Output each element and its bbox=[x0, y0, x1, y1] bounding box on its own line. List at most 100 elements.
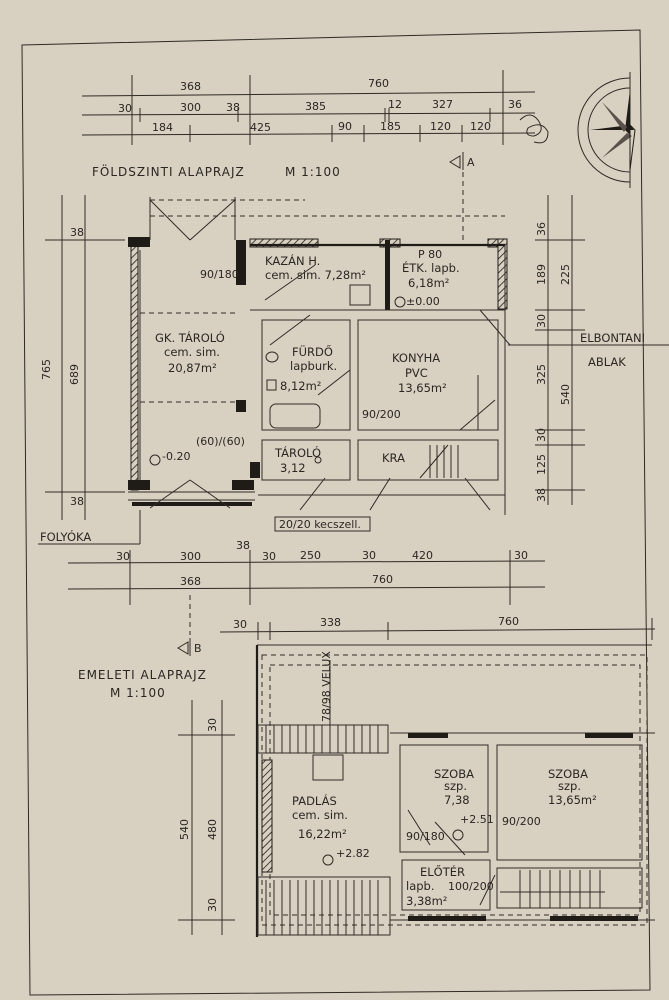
dim-label: 38 bbox=[236, 539, 250, 552]
dim-label: 300 bbox=[180, 101, 201, 114]
dim-label: 327 bbox=[432, 98, 453, 111]
dim-label: 480 bbox=[206, 819, 219, 840]
dim-label: 760 bbox=[498, 615, 519, 628]
dim-label: 30 bbox=[535, 428, 548, 442]
room-name: PADLÁS bbox=[292, 793, 337, 808]
dim-label: 189 bbox=[535, 264, 548, 285]
ground-left-dimensions: 38 765 689 38 bbox=[40, 195, 125, 520]
room-area: 3,38m² bbox=[406, 894, 447, 908]
dim-label: 30 bbox=[206, 718, 219, 732]
dim-label: 90 bbox=[338, 120, 352, 133]
dim-label: 30 bbox=[514, 549, 528, 562]
dim-label: 540 bbox=[559, 384, 572, 405]
room-floor: lapburk. bbox=[290, 359, 337, 373]
ground-floor-plan bbox=[128, 197, 511, 515]
dim-label: 338 bbox=[320, 616, 341, 629]
window-note: P 80 bbox=[418, 248, 442, 261]
dim-label: 689 bbox=[68, 364, 81, 385]
compass-rose-icon bbox=[577, 72, 636, 188]
door-size: 90/200 bbox=[502, 815, 541, 828]
opening-size: (60)/(60) bbox=[196, 435, 245, 448]
dim-label: 36 bbox=[535, 222, 548, 236]
dim-label: 38 bbox=[70, 226, 84, 239]
dim-label: 368 bbox=[180, 575, 201, 588]
upper-left-dimensions: 30 540 480 30 bbox=[178, 700, 235, 935]
room-kra: KRA bbox=[382, 451, 405, 465]
door-size: 90/200 bbox=[362, 408, 401, 421]
room-name: KAZÁN H. bbox=[265, 253, 320, 268]
room-area: 6,18m² bbox=[408, 276, 449, 290]
dim-label: 760 bbox=[368, 77, 389, 90]
ground-top-dimensions: 368 760 30 300 38 385 12 327 36 184 425 … bbox=[81, 70, 536, 145]
dim-label: 38 bbox=[226, 101, 240, 114]
level-mark: -0.20 bbox=[162, 450, 190, 463]
room-area: 16,22m² bbox=[298, 827, 347, 841]
note-chimney: 20/20 kecszell. bbox=[279, 518, 361, 531]
section-marker-b: B bbox=[177, 595, 202, 656]
ground-floor-scale: M 1:100 bbox=[285, 165, 341, 179]
door-size: 100/200 bbox=[448, 880, 494, 893]
room-area: 13,65m² bbox=[398, 381, 447, 395]
ground-right-dimensions: 36 189 225 30 325 540 30 125 38 bbox=[535, 195, 585, 505]
upper-top-dimensions: 30 338 760 bbox=[219, 615, 656, 640]
room-name: FÜRDŐ bbox=[292, 343, 333, 359]
dim-label: 30 bbox=[116, 550, 130, 563]
room-hall: ELŐTÉR lapb. 3,38m² 100/200 bbox=[406, 864, 494, 908]
dim-label: 425 bbox=[250, 121, 271, 134]
room-dining: P 80 ÉTK. lapb. 6,18m² ±0.00 bbox=[402, 248, 460, 308]
dim-label: 30 bbox=[262, 550, 276, 563]
room-floor: lapb. bbox=[406, 879, 435, 893]
room-name: SZOBA bbox=[548, 767, 588, 781]
dim-label: 30 bbox=[233, 618, 247, 631]
opening-size: 90/180 bbox=[200, 268, 239, 281]
room-floor: szp. bbox=[444, 779, 467, 793]
note-demolish: ELBONTANI bbox=[580, 331, 645, 345]
room-boiler: KAZÁN H. cem. sim. 7,28m² bbox=[265, 253, 366, 282]
dim-label: 540 bbox=[178, 819, 191, 840]
room-area: 13,65m² bbox=[548, 793, 597, 807]
dim-label: 36 bbox=[508, 98, 522, 111]
room-floor: szp. bbox=[558, 779, 581, 793]
ground-floor-title: FÖLDSZINTI ALAPRAJZ bbox=[92, 163, 245, 179]
room-bath: FÜRDŐ lapburk. 8,12m² bbox=[280, 343, 337, 393]
upper-floor-title: EMELETI ALAPRAJZ bbox=[78, 668, 207, 682]
room-garage: GK. TÁROLÓ cem. sim. 20,87m² -0.20 90/18… bbox=[155, 268, 245, 463]
room-area: 3,12 bbox=[280, 461, 306, 475]
dim-label: 30 bbox=[362, 549, 376, 562]
room-floor: cem. sim. 7,28m² bbox=[265, 268, 366, 282]
level-mark: ±0.00 bbox=[406, 295, 440, 308]
room-floor: cem. sim. bbox=[292, 808, 348, 822]
dim-label: 385 bbox=[305, 100, 326, 113]
upper-floor-plan bbox=[255, 644, 655, 937]
room-area: 20,87m² bbox=[168, 361, 217, 375]
upper-floor-scale: M 1:100 bbox=[110, 686, 166, 700]
room-name: KONYHA bbox=[392, 351, 440, 365]
level-mark: +2.82 bbox=[336, 847, 370, 860]
dim-label: 30 bbox=[118, 102, 132, 115]
dim-label: 325 bbox=[535, 364, 548, 385]
stairs bbox=[419, 444, 459, 479]
room-floor: PVC bbox=[405, 366, 428, 380]
dim-label: 30 bbox=[535, 314, 548, 328]
velux-window-label: 78/98 VELUX bbox=[320, 651, 333, 722]
room-name: ÉTK. lapb. bbox=[402, 260, 460, 275]
dim-label: 760 bbox=[372, 573, 393, 586]
dim-label: 225 bbox=[559, 264, 572, 285]
dim-label: 120 bbox=[470, 120, 491, 133]
dim-label: 12 bbox=[388, 98, 402, 111]
ground-bottom-dimensions: 30 300 38 30 250 30 420 30 368 760 bbox=[67, 539, 546, 605]
dim-label: 120 bbox=[430, 120, 451, 133]
room-area: 7,38 bbox=[444, 793, 470, 807]
level-mark: +2.51 bbox=[460, 813, 494, 826]
dim-label: 184 bbox=[152, 121, 173, 134]
dim-label: 30 bbox=[206, 898, 219, 912]
wall bbox=[130, 239, 139, 491]
dim-label: 368 bbox=[180, 80, 201, 93]
dim-label: 38 bbox=[70, 495, 84, 508]
door-size: 90/180 bbox=[406, 830, 445, 843]
room-small-bedroom: SZOBA szp. 7,38 +2.51 90/180 bbox=[406, 767, 494, 843]
room-kitchen: KONYHA PVC 13,65m² 90/200 bbox=[362, 351, 447, 421]
room-large-bedroom: SZOBA szp. 13,65m² 90/200 bbox=[502, 767, 597, 828]
